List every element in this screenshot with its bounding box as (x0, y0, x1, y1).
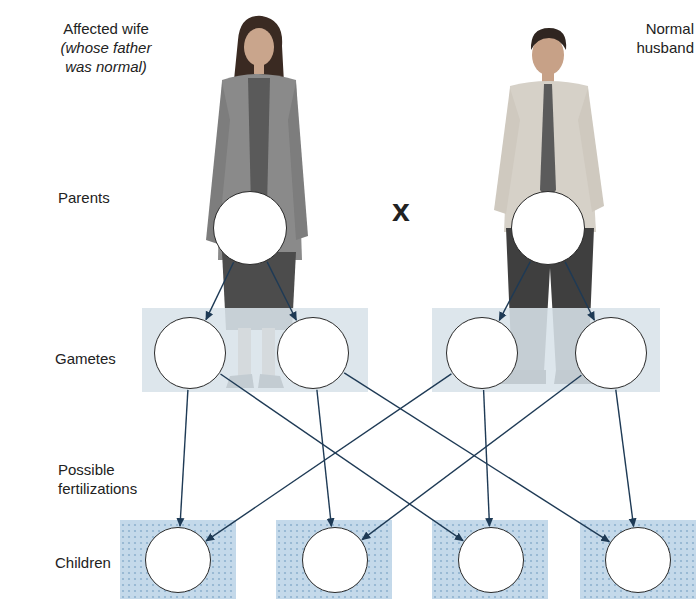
child-circle (458, 527, 524, 593)
parent-circle (511, 191, 585, 265)
arrow-connector (362, 375, 581, 539)
arrow-connector (221, 374, 464, 541)
gamete-panel (142, 308, 368, 392)
arrow-connector (499, 262, 530, 321)
arrow-connector (180, 390, 188, 526)
child-box (120, 520, 236, 599)
gamete-circle (575, 317, 647, 389)
person-label: Normal husband (622, 19, 694, 57)
arrow-connector (267, 262, 296, 320)
child-circle (302, 527, 368, 593)
parent-circle (213, 191, 287, 265)
row-label: Possible fertilizations (58, 460, 178, 498)
gamete-panel (432, 308, 660, 392)
arrow-connector (484, 390, 490, 526)
child-box (276, 520, 392, 599)
gamete-circle (446, 317, 518, 389)
row-label: Gametes (55, 349, 135, 368)
child-box (432, 520, 548, 599)
child-box (580, 520, 696, 599)
arrow-connector (616, 390, 634, 527)
cross-symbol: x (386, 192, 416, 228)
arrow-connector (344, 373, 609, 542)
row-label: Children (55, 553, 125, 572)
arrow-connector (565, 262, 594, 320)
person-label: Affected wife (58, 19, 154, 38)
child-circle (145, 527, 211, 593)
row-label: Parents (58, 188, 138, 207)
arrow-connector (206, 262, 234, 319)
person-note: (whose father was normal) (56, 38, 156, 76)
arrow-connector (317, 390, 332, 526)
arrow-connector (206, 374, 451, 541)
gamete-circle (154, 317, 226, 389)
gamete-circle (277, 317, 349, 389)
child-circle (605, 527, 671, 593)
